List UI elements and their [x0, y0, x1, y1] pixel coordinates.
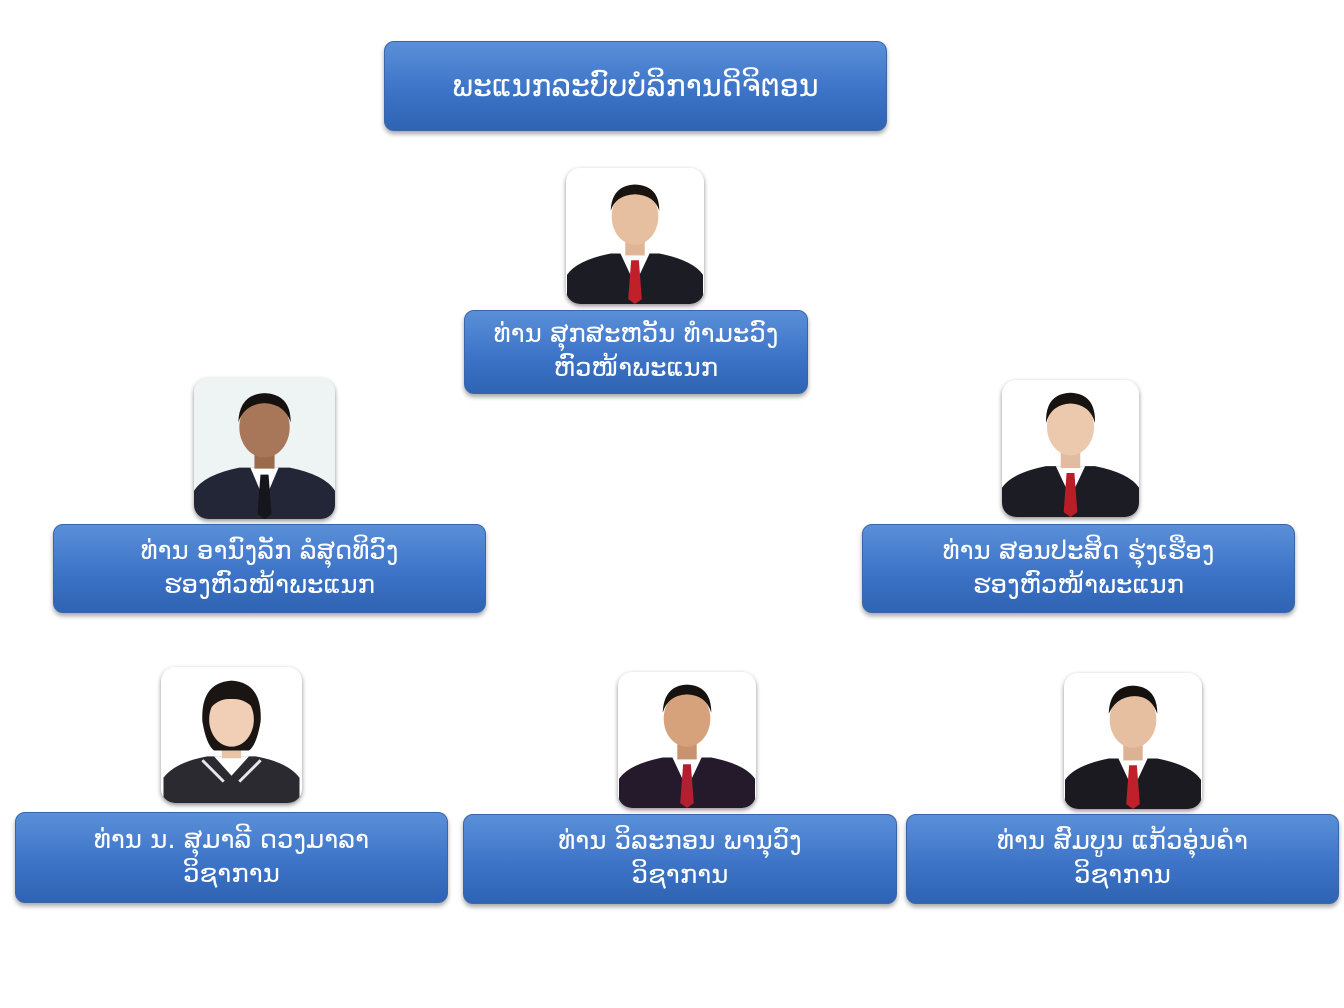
photo-deputy-right	[1002, 380, 1139, 517]
portrait-male-red-tie-icon	[1002, 380, 1139, 517]
portrait-male-red-tie-icon	[567, 168, 703, 304]
photo-staff-middle	[618, 672, 756, 808]
person-card-deputy-right: ທ່ານ ສອນປະສິດ ຮຸ່ງເຮືອງ ຮອງຫົວໜ້າພະແນກ	[862, 524, 1295, 613]
portrait-female-icon	[163, 667, 300, 803]
person-role: ວິຊາການ	[183, 858, 280, 889]
portrait-male-dark-tie-icon	[194, 378, 335, 519]
person-name: ທ່ານ ສອນປະສິດ ຮຸ່ງເຮືອງ	[942, 535, 1215, 566]
person-name: ທ່ານ ອານົງລັກ ລໍສຸດທິວົງ	[140, 535, 399, 566]
person-card-staff-middle: ທ່ານ ວິລະກອນ ພານຸວົງ ວິຊາການ	[463, 814, 897, 904]
person-role: ຮອງຫົວໜ້າພະແນກ	[163, 569, 376, 600]
person-card-department-head: ທ່ານ ສຸກສະຫວັນ ທຳມະວົງ ຫົວໜ້າພະແນກ	[464, 310, 808, 394]
person-name: ທ່ານ ສົມບູນ ແກ້ວອຸ່ນຄຳ	[996, 826, 1249, 857]
portrait-male-red-tie-icon	[619, 672, 755, 808]
photo-staff-left	[161, 667, 302, 803]
person-name: ທ່ານ ວິລະກອນ ພານຸວົງ	[558, 826, 802, 857]
photo-deputy-left	[194, 378, 335, 519]
person-card-staff-right: ທ່ານ ສົມບູນ ແກ້ວອຸ່ນຄຳ ວິຊາການ	[906, 814, 1339, 904]
person-name: ທ່ານ ສຸກສະຫວັນ ທຳມະວົງ	[493, 319, 779, 350]
person-name: ທ່ານ ນ. ສຸມາລີ ດວງມາລາ	[93, 824, 370, 855]
portrait-male-red-tie-icon	[1065, 673, 1201, 809]
person-card-staff-left: ທ່ານ ນ. ສຸມາລີ ດວງມາລາ ວິຊາການ	[15, 812, 448, 903]
person-role: ຫົວໜ້າພະແນກ	[553, 353, 719, 383]
person-card-deputy-left: ທ່ານ ອານົງລັກ ລໍສຸດທິວົງ ຮອງຫົວໜ້າພະແນກ	[53, 524, 486, 613]
photo-staff-right	[1064, 673, 1202, 809]
department-title: ພະແນກລະບົບບໍລິການດິຈິຕອນ	[452, 68, 819, 104]
person-role: ວິຊາການ	[1074, 860, 1171, 890]
person-role: ຮອງຫົວໜ້າພະແນກ	[972, 569, 1185, 600]
department-title-box: ພະແນກລະບົບບໍລິການດິຈິຕອນ	[384, 41, 887, 131]
photo-department-head	[566, 168, 704, 304]
person-role: ວິຊາການ	[631, 860, 729, 890]
